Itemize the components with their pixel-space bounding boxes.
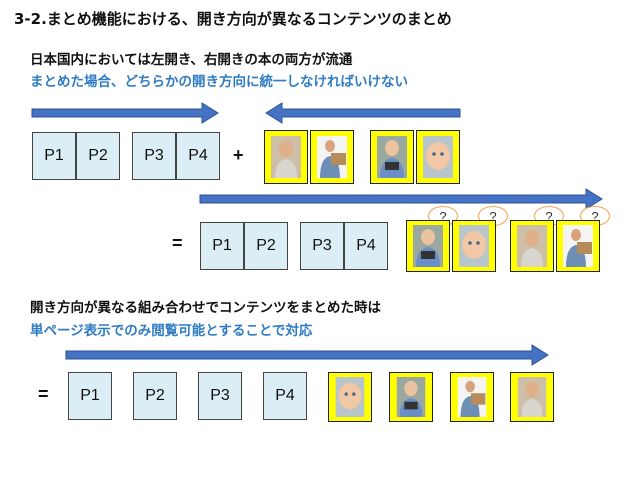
arrow-left-row1 (265, 102, 461, 124)
page-p4-row1: P4 (176, 132, 220, 180)
page-p3-row1: P3 (132, 132, 176, 180)
page-p1-row3: P1 (68, 372, 112, 420)
photo-man-smiling (264, 130, 308, 184)
man-smiling-icon (517, 377, 547, 417)
equals-sign-row2: = (172, 233, 183, 253)
man-with-sign-icon (457, 377, 487, 417)
slide-title: 3-2.まとめ機能における、開き方向が異なるコンテンツのまとめ (14, 10, 452, 28)
plus-sign: + (233, 145, 244, 165)
photo-man-smiling-row2 (510, 220, 554, 272)
intro-line-2: まとめた場合、どちらかの開き方向に統一しなければいけない (30, 74, 408, 90)
baby-icon (335, 377, 365, 417)
photo-boy-with-camera-row2 (406, 220, 450, 272)
photo-boy-with-camera-row3 (389, 372, 433, 422)
conclusion-line-2: 単ページ表示でのみ閲覧可能とすることで対応 (30, 323, 313, 339)
page-p2-row1: P2 (76, 132, 120, 180)
page-p3-row2: P3 (300, 222, 344, 270)
man-with-sign-icon (563, 225, 593, 267)
boy-with-camera-icon (396, 377, 426, 417)
page-p1-row2: P1 (200, 222, 244, 270)
page-p2-row2: P2 (244, 222, 288, 270)
photo-baby-row2 (452, 220, 496, 272)
man-smiling-icon (517, 225, 547, 267)
man-with-sign-icon (317, 136, 347, 178)
page-p4-row3: P4 (263, 372, 307, 420)
conclusion-line-1: 開き方向が異なる組み合わせでコンテンツをまとめた時は (30, 300, 381, 316)
baby-icon (423, 136, 453, 178)
page-p1-row1: P1 (32, 132, 76, 180)
baby-icon (459, 225, 489, 267)
arrow-right-row3 (65, 344, 549, 366)
arrow-right-row2 (199, 188, 603, 210)
man-smiling-icon (271, 136, 301, 178)
photo-man-with-sign-row3 (450, 372, 494, 422)
photo-boy-with-camera (370, 130, 414, 184)
page-p3-row3: P3 (198, 372, 242, 420)
photo-man-with-sign-row2 (556, 220, 600, 272)
boy-with-camera-icon (377, 136, 407, 178)
equals-sign-row3: = (38, 384, 49, 404)
photo-man-smiling-row3 (510, 372, 554, 422)
boy-with-camera-icon (413, 225, 443, 267)
page-p4-row2: P4 (344, 222, 388, 270)
photo-man-with-sign (310, 130, 354, 184)
arrow-right-row1 (31, 102, 219, 124)
intro-line-1: 日本国内においては左開き、右開きの本の両方が流通 (30, 52, 353, 68)
page-p2-row3: P2 (133, 372, 177, 420)
photo-baby-row3 (328, 372, 372, 422)
photo-baby (416, 130, 460, 184)
